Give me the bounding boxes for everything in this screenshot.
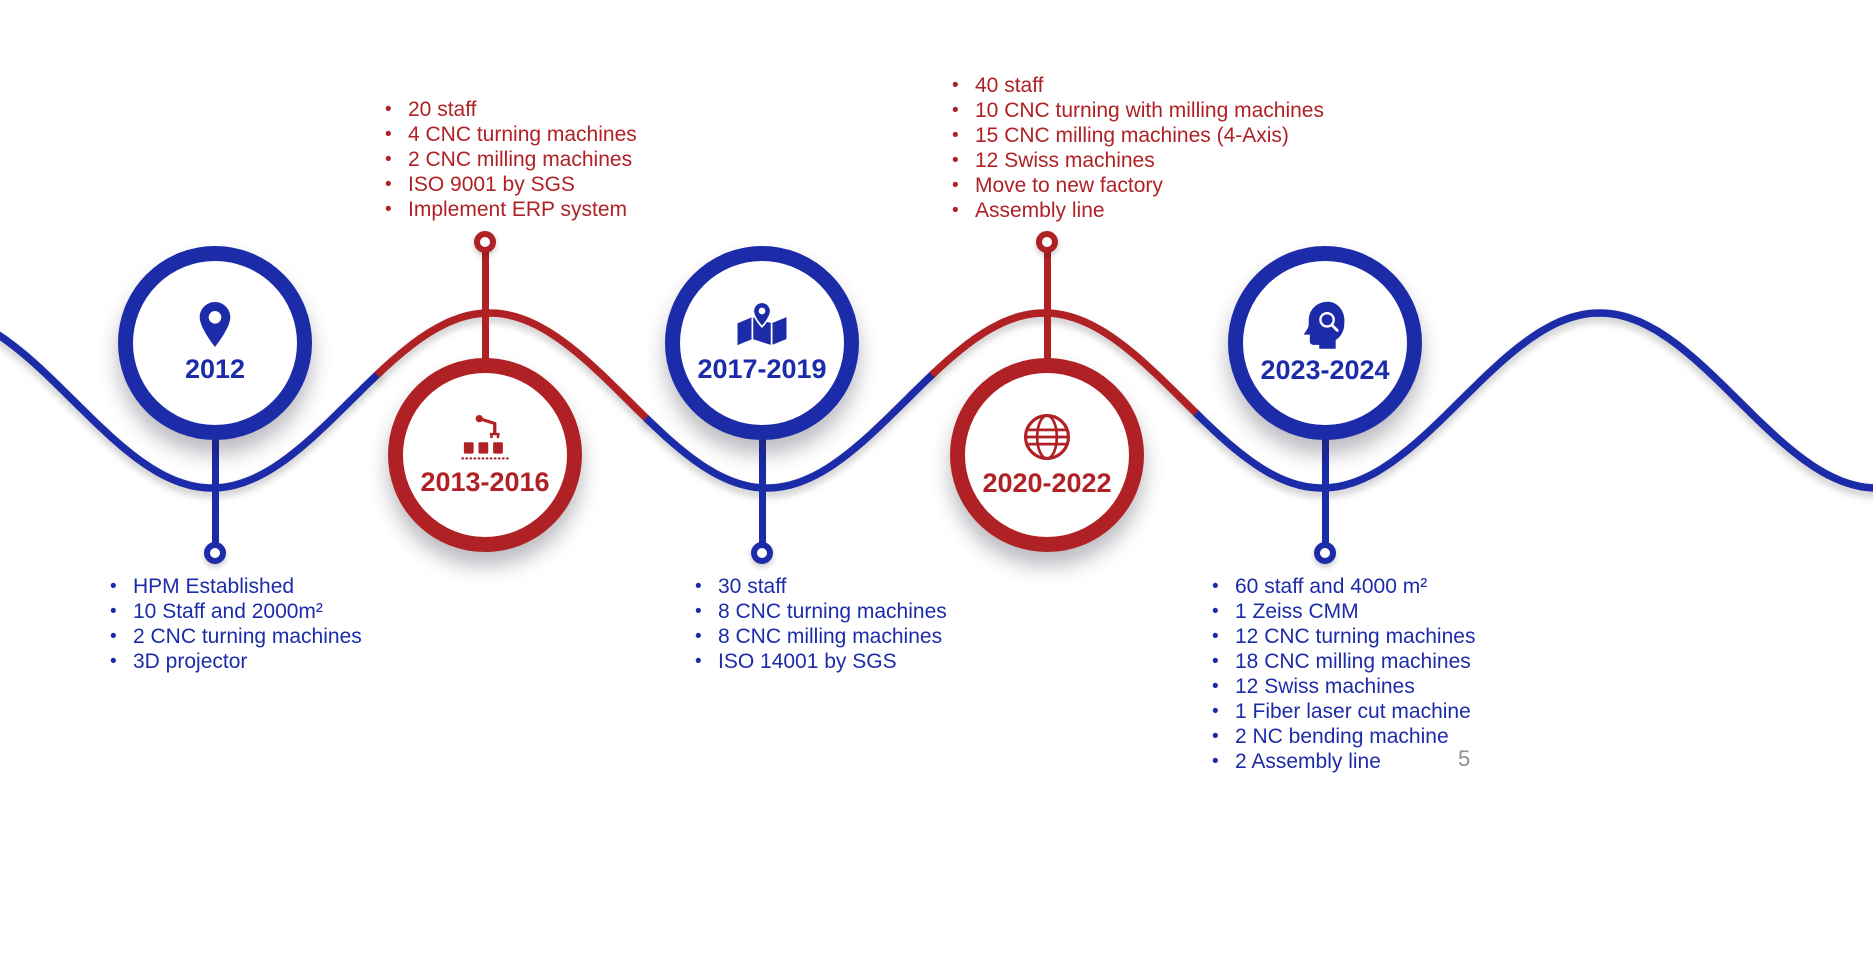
milestone-details-2020-2022: 40 staff10 CNC turning with milling mach… [950,73,1324,223]
detail-item: HPM Established [108,574,362,599]
detail-item: Move to new factory [950,173,1324,198]
detail-item: Implement ERP system [383,197,637,222]
connector-endpoint [751,542,773,564]
stem-connector [758,343,766,553]
milestone-details-2023-2024: 60 staff and 4000 m²1 Zeiss CMM12 CNC tu… [1210,574,1475,774]
detail-item: 12 CNC turning machines [1210,624,1475,649]
milestone-period: 2017-2019 [697,353,827,384]
milestone-period: 2020-2022 [982,467,1112,498]
detail-item: 20 staff [383,97,637,122]
robot-arm-conveyor-icon [461,414,509,460]
page-number: 5 [1458,746,1471,771]
stem-connector [211,343,219,553]
timeline-wave-segment [643,369,938,492]
milestone-period: 2023-2024 [1260,355,1390,385]
detail-item: 12 Swiss machines [950,148,1324,173]
detail-item: Assembly line [950,198,1324,223]
connector-endpoint [1036,231,1058,253]
detail-item: 15 CNC milling machines (4-Axis) [950,123,1324,148]
detail-item: 30 staff [693,574,947,599]
milestone-node-2023-2024: 2023-2024 [1228,246,1422,440]
timeline-wave-segment [0,331,383,492]
detail-item: 1 Fiber laser cut machine [1210,699,1475,724]
detail-item: 40 staff [950,73,1324,98]
detail-item: 2 NC bending machine [1210,724,1475,749]
milestone-node-2013-2016: 2013-2016 [388,358,582,552]
head-magnifier-icon [1303,301,1345,349]
milestone-node-2017-2019: 2017-2019 [665,246,859,440]
detail-item: 8 CNC turning machines [693,599,947,624]
stem-connector [481,243,489,455]
timeline-wave-segment [1193,309,1873,492]
detail-item: 4 CNC turning machines [383,122,637,147]
milestone-details-2017-2019: 30 staff8 CNC turning machines8 CNC mill… [693,574,947,674]
detail-item: 12 Swiss machines [1210,674,1475,699]
detail-item: ISO 9001 by SGS [383,172,637,197]
detail-item: 1 Zeiss CMM [1210,599,1475,624]
detail-item: 8 CNC milling machines [693,624,947,649]
map-pin-icon [737,301,787,345]
milestone-node-2020-2022: 2020-2022 [950,358,1144,552]
milestone-details-2013-2016: 20 staff4 CNC turning machines2 CNC mill… [383,97,637,222]
milestone-period: 2013-2016 [420,467,550,497]
detail-item: 3D projector [108,649,362,674]
detail-item: 18 CNC milling machines [1210,649,1475,674]
stem-connector [1321,343,1329,553]
connector-endpoint [204,542,226,564]
detail-item: 2 Assembly line [1210,749,1475,774]
globe-icon [1024,413,1070,460]
milestone-node-2012: 2012 [118,246,312,440]
location-pin-icon [199,302,231,347]
detail-item: 2 CNC turning machines [108,624,362,649]
timeline-wave-segment [929,309,1202,419]
connector-endpoint [1314,542,1336,564]
detail-item: 10 Staff and 2000m² [108,599,362,624]
connector-endpoint [474,231,496,253]
detail-item: ISO 14001 by SGS [693,649,947,674]
detail-item: 2 CNC milling machines [383,147,637,172]
detail-item: 10 CNC turning with milling machines [950,98,1324,123]
detail-item: 60 staff and 4000 m² [1210,574,1475,599]
milestone-period: 2012 [184,354,246,384]
stem-connector [1043,243,1051,455]
timeline-wave-segment [374,309,652,424]
milestone-details-2012: HPM Established10 Staff and 2000m²2 CNC … [108,574,362,674]
